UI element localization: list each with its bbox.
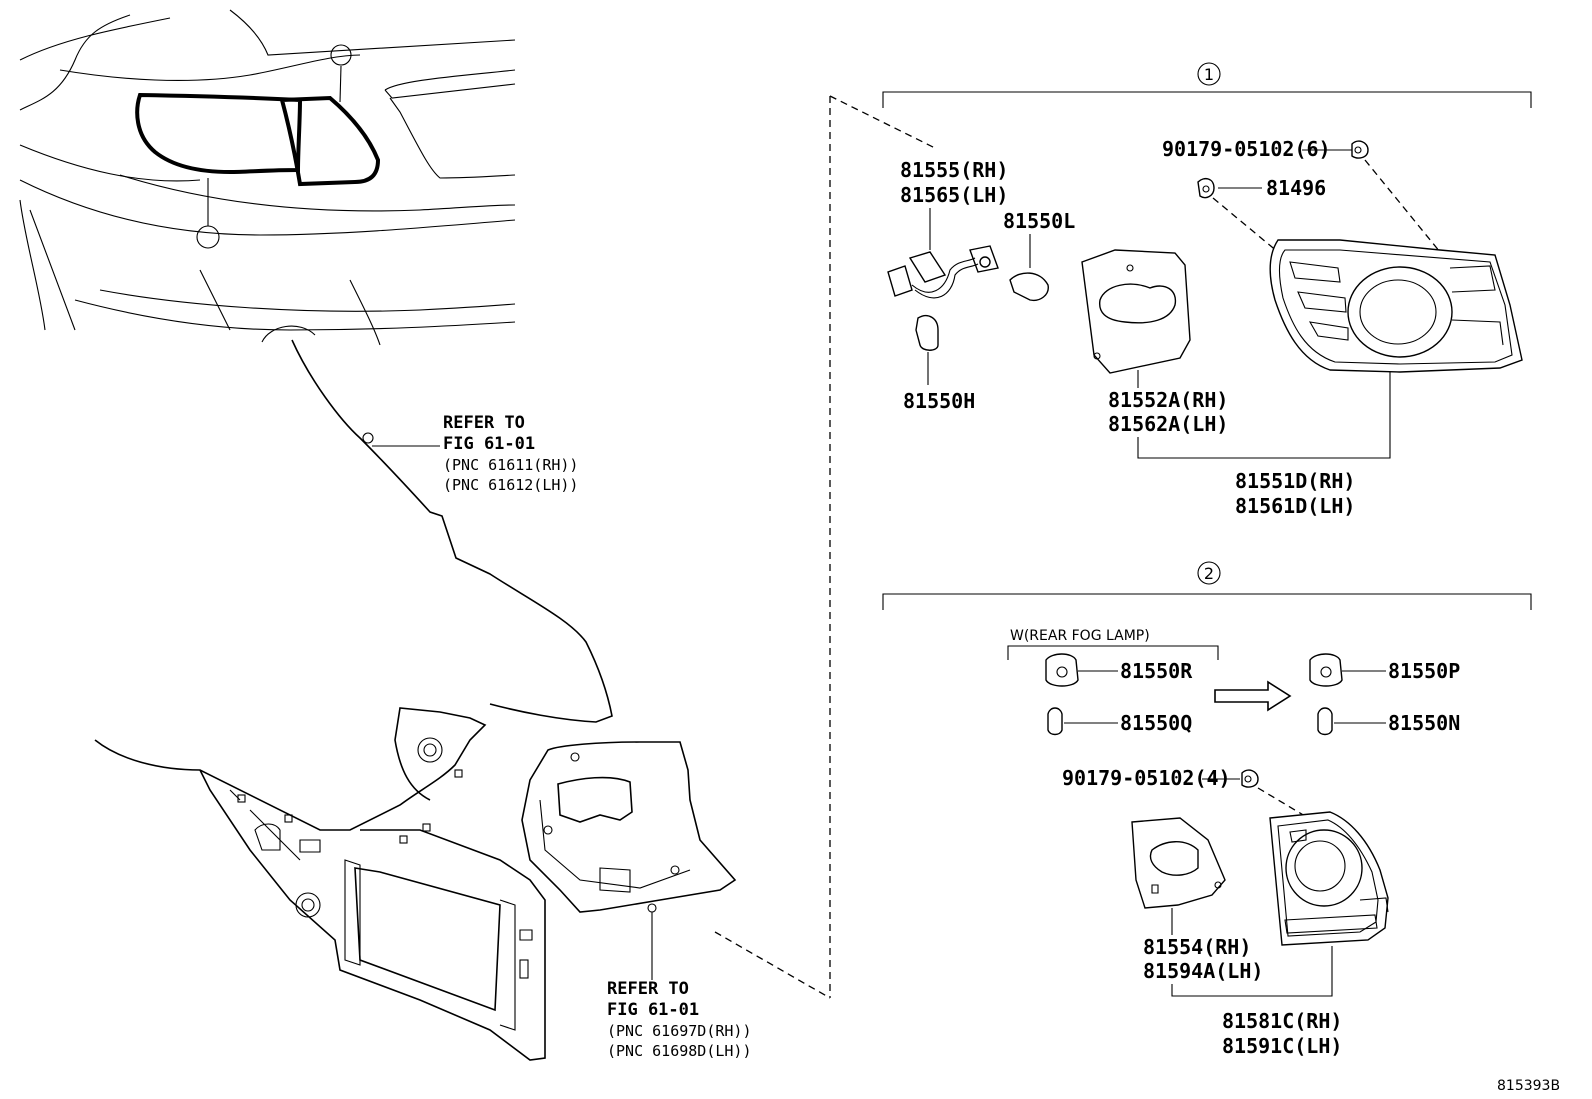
lamp-pocket-panel xyxy=(521,741,737,980)
part-81550p: 81550P xyxy=(1388,659,1460,683)
reference-upper: REFER TO FIG 61-01 (PNC 61611(RH)) (PNC … xyxy=(372,413,578,494)
part-81581c-rh: 81581C(RH) xyxy=(1222,1009,1342,1033)
tail-lamp-81551d-icon xyxy=(1269,239,1523,373)
screw-icon xyxy=(1351,140,1369,159)
part-81594a-lh: 81594A(LH) xyxy=(1143,959,1263,983)
vehicle-rear-illustration xyxy=(19,9,516,346)
group2-parts: W(REAR FOG LAMP) 81550R 81550Q 81550P 81… xyxy=(1007,628,1460,1058)
group2-callout: 2 xyxy=(1204,564,1214,583)
gasket-81552a-icon xyxy=(1081,249,1191,374)
part-81565-lh: 81565(LH) xyxy=(900,183,1008,207)
reference-upper-line3: (PNC 61611(RH)) xyxy=(443,456,578,474)
reference-lower: REFER TO FIG 61-01 (PNC 61697D(RH)) (PNC… xyxy=(607,979,752,1060)
part-81591c-lh: 81591C(LH) xyxy=(1222,1034,1342,1058)
part-81550r: 81550R xyxy=(1120,659,1193,683)
illustration-code: 815393B xyxy=(1497,1078,1560,1094)
projection-line-lower xyxy=(714,931,831,999)
group2-bracket: 2 xyxy=(882,561,1532,610)
part-81496: 81496 xyxy=(1266,176,1326,200)
clip-81496-icon xyxy=(1197,177,1215,199)
reference-lower-line4: (PNC 61698D(LH)) xyxy=(607,1042,752,1060)
projection-line-upper xyxy=(829,95,936,149)
bulb-81550q-icon xyxy=(1047,707,1063,736)
bulb-81550l-icon xyxy=(1009,272,1049,302)
bulb-81550h-icon xyxy=(915,314,939,351)
reference-upper-line1: REFER TO xyxy=(443,413,525,433)
part-90179-05102-4: 90179-05102(4) xyxy=(1062,766,1231,790)
reference-lower-line1: REFER TO xyxy=(607,979,689,999)
group1-parts: 81555(RH) 81565(LH) 81550L 81550H xyxy=(887,137,1523,518)
inner-quarter-panel xyxy=(94,707,546,1061)
reference-upper-line2: FIG 61-01 xyxy=(443,434,535,454)
quarter-panel-outline xyxy=(291,339,613,723)
gasket-81554-icon xyxy=(1131,817,1226,909)
socket-wire-harness-icon xyxy=(887,245,999,299)
part-81551d-rh: 81551D(RH) xyxy=(1235,469,1355,493)
part-90179-05102-6: 90179-05102(6) xyxy=(1162,137,1331,161)
reference-lower-line2: FIG 61-01 xyxy=(607,1000,699,1020)
socket-81550r-icon xyxy=(1045,653,1079,687)
part-81550n: 81550N xyxy=(1388,711,1460,735)
part-81561d-lh: 81561D(LH) xyxy=(1235,494,1355,518)
part-81554-rh: 81554(RH) xyxy=(1143,935,1251,959)
group1-callout: 1 xyxy=(1204,65,1214,84)
screw-icon-2 xyxy=(1241,769,1259,788)
part-81550l: 81550L xyxy=(1003,209,1075,233)
socket-81550p-icon xyxy=(1309,653,1343,687)
part-81550q: 81550Q xyxy=(1120,711,1192,735)
back-lamp-81581c-icon xyxy=(1269,811,1389,946)
reference-lower-line3: (PNC 61697D(RH)) xyxy=(607,1022,752,1040)
part-81550h: 81550H xyxy=(903,389,975,413)
part-81562a-lh: 81562A(LH) xyxy=(1108,412,1228,436)
group1-bracket: 1 xyxy=(882,62,1532,108)
bulb-81550n-icon xyxy=(1317,707,1333,736)
reference-upper-line4: (PNC 61612(LH)) xyxy=(443,476,578,494)
part-81552a-rh: 81552A(RH) xyxy=(1108,388,1228,412)
part-81555-rh: 81555(RH) xyxy=(900,158,1008,182)
fog-lamp-condition: W(REAR FOG LAMP) xyxy=(1010,628,1150,644)
replacement-arrow-icon xyxy=(1214,680,1292,712)
